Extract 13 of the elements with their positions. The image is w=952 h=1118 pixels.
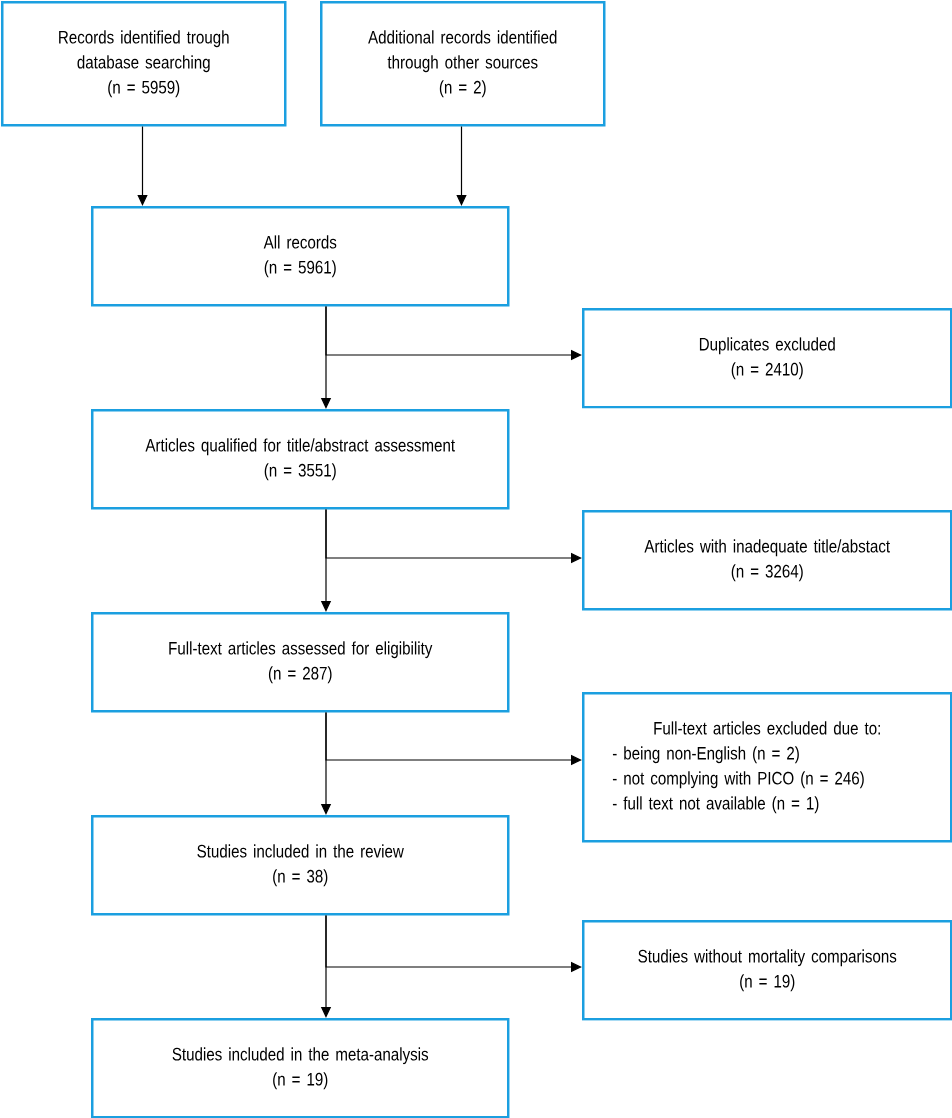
process-box: Records identified trough database searching (n = 5959) <box>1 1 287 127</box>
process-box: Additional records identified through other sources (n = 2) <box>320 1 606 127</box>
process-box: Full-text articles excluded due to: - being non-English (n = 2) - not complying with PICO (n = 246) - full text not available (n = 1) <box>582 692 952 843</box>
process-box: Articles with inadequate title/abstact (n = 3264) <box>582 510 952 611</box>
process-box: Studies included in the review (n = 38) <box>91 815 510 916</box>
process-box: Studies without mortality comparisons (n = 19) <box>582 920 952 1021</box>
process-box: Articles qualified for title/abstract assessment (n = 3551) <box>91 409 510 510</box>
arrow <box>137 125 148 206</box>
process-box: Studies included in the meta-analysis (n = 19) <box>91 1018 510 1118</box>
process-box: Duplicates excluded (n = 2410) <box>582 308 952 409</box>
process-box: Full-text articles assessed for eligibility (n = 287) <box>91 612 510 713</box>
arrow <box>456 125 467 206</box>
process-box: All records (n = 5961) <box>91 206 510 307</box>
